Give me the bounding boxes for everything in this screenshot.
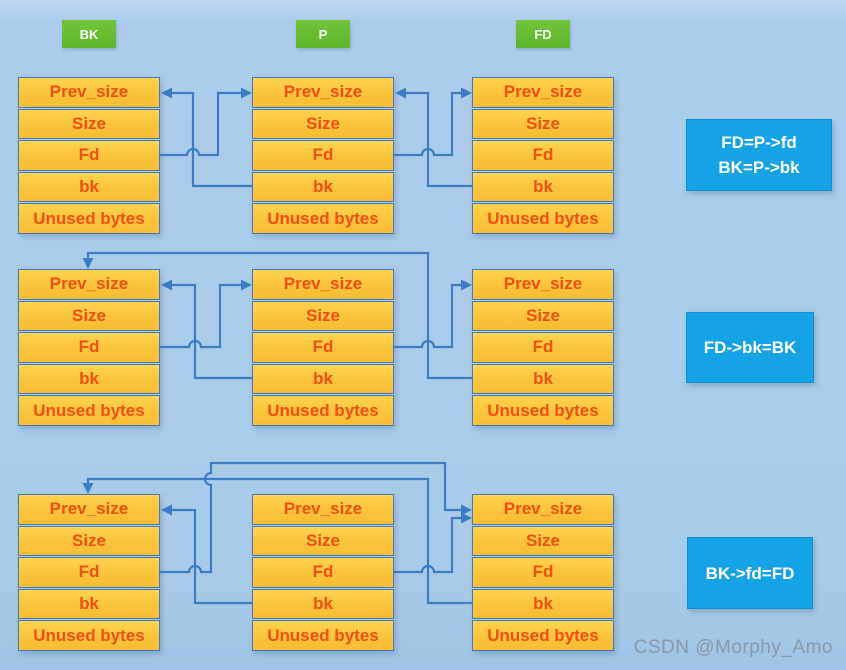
statement-line: FD=P->fd [721,133,797,152]
tag-bk: BK [62,20,116,48]
field-fd: Fd [252,332,394,363]
csdn-watermark: CSDN @Morphy_Amo [633,637,833,658]
chunk-p-row3: Prev_size Size Fd bk Unused bytes [252,494,394,651]
field-size: Size [18,525,160,557]
field-unused: Unused bytes [18,203,160,234]
field-bk: bk [18,171,160,203]
field-unused: Unused bytes [18,395,160,426]
arrow-p-bk-to-bk [170,91,252,188]
field-fd: Fd [252,140,394,171]
statement-line: FD->bk=BK [703,338,797,357]
chunk-bk-row3: Prev_size Size Fd bk Unused bytes [18,494,160,651]
field-prev-size: Prev_size [252,77,394,108]
arrow-p-bk-to-bk [170,283,252,380]
field-bk: bk [472,588,614,620]
statement-step1: FD=P->fd BK=P->bk [686,119,832,191]
field-unused: Unused bytes [472,620,614,651]
arrow-p-fd-to-fd [394,283,462,349]
field-prev-size: Prev_size [472,494,614,525]
chunk-fd-row3: Prev_size Size Fd bk Unused bytes [472,494,614,651]
field-size: Size [18,108,160,140]
field-size: Size [252,300,394,332]
field-fd: Fd [18,557,160,588]
field-prev-size: Prev_size [252,269,394,300]
chunk-fd-row2: Prev_size Size Fd bk Unused bytes [472,269,614,426]
tag-fd: FD [516,20,570,48]
statement-step3: BK->fd=FD [687,537,813,609]
field-bk: bk [252,171,394,203]
field-prev-size: Prev_size [472,77,614,108]
field-fd: Fd [472,557,614,588]
arrow-p-bk-to-bk [170,508,252,605]
field-prev-size: Prev_size [252,494,394,525]
chunk-bk-row2: Prev_size Size Fd bk Unused bytes [18,269,160,426]
statement-line: BK->fd=FD [705,563,795,583]
field-fd: Fd [18,140,160,171]
field-size: Size [472,300,614,332]
chunk-p-row2: Prev_size Size Fd bk Unused bytes [252,269,394,426]
statement-step2: FD->bk=BK [686,312,814,383]
field-size: Size [252,108,394,140]
chunk-p-row1: Prev_size Size Fd bk Unused bytes [252,77,394,234]
field-bk: bk [252,588,394,620]
field-size: Size [252,525,394,557]
field-unused: Unused bytes [252,620,394,651]
field-size: Size [472,525,614,557]
field-fd: Fd [472,332,614,363]
field-size: Size [18,300,160,332]
field-unused: Unused bytes [472,395,614,426]
field-fd: Fd [252,557,394,588]
field-fd: Fd [472,140,614,171]
field-bk: bk [252,363,394,395]
chunk-fd-row1: Prev_size Size Fd bk Unused bytes [472,77,614,234]
tag-p: P [296,20,350,48]
field-prev-size: Prev_size [472,269,614,300]
field-unused: Unused bytes [18,620,160,651]
arrow-bk-fd-to-p [160,283,243,349]
field-bk: bk [18,588,160,620]
arrow-fd-bk-to-p [404,91,472,188]
arrow-bk-fd-to-p [160,91,243,157]
field-prev-size: Prev_size [18,77,160,108]
field-unused: Unused bytes [252,203,394,234]
arrow-p-fd-to-fd [394,516,462,574]
arrow-p-fd-to-fd [394,91,462,157]
statement-line: BK=P->bk [718,158,800,177]
field-size: Size [472,108,614,140]
field-unused: Unused bytes [472,203,614,234]
field-bk: bk [18,363,160,395]
chunk-bk-row1: Prev_size Size Fd bk Unused bytes [18,77,160,234]
field-prev-size: Prev_size [18,494,160,525]
field-bk: bk [472,363,614,395]
field-fd: Fd [18,332,160,363]
field-unused: Unused bytes [252,395,394,426]
field-bk: bk [472,171,614,203]
field-prev-size: Prev_size [18,269,160,300]
